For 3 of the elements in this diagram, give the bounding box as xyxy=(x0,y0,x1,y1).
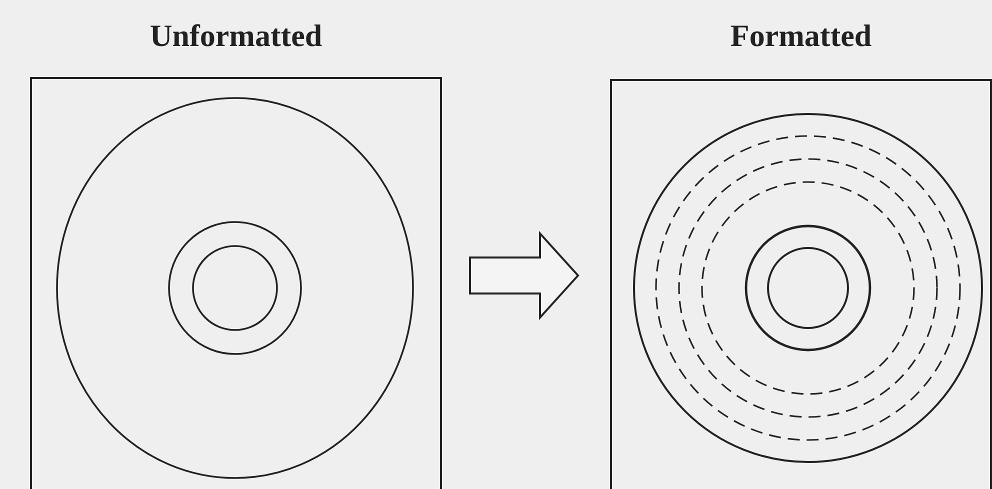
panel-heading: Unformatted xyxy=(148,18,324,54)
panel-heading: Formatted xyxy=(729,18,873,54)
block-arrow xyxy=(469,230,580,320)
